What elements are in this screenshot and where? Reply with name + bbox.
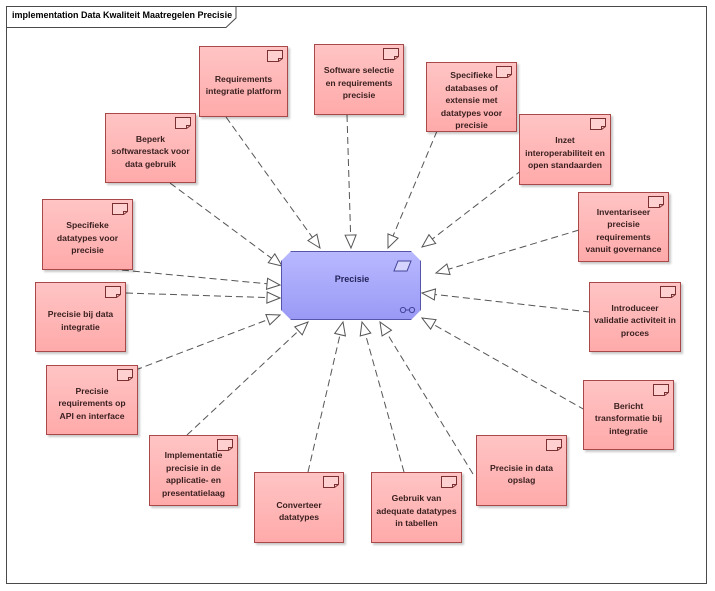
requirement-specifieke-databases[interactable]: Specifieke databases of extensie met dat… bbox=[426, 62, 517, 132]
requirement-label: Inzet interoperabiliteit en open standaa… bbox=[525, 135, 605, 171]
connector bbox=[169, 182, 284, 267]
connector bbox=[186, 321, 309, 436]
requirement-icon bbox=[653, 384, 669, 396]
requirement-inventariseer-precisie[interactable]: Inventariseer precisie requirements vanu… bbox=[578, 192, 669, 262]
requirement-software-selectie[interactable]: Software selectie en requirements precis… bbox=[314, 44, 404, 115]
connector bbox=[124, 313, 282, 375]
requirement-label: Beperk softwarestack voor data gebruik bbox=[111, 133, 190, 169]
connector bbox=[420, 288, 591, 313]
goal-icon bbox=[393, 260, 412, 272]
requirement-icon bbox=[383, 48, 399, 60]
connector bbox=[125, 291, 282, 304]
requirement-icon bbox=[217, 439, 233, 451]
requirement-label: Introduceer validatie activiteit in proc… bbox=[594, 302, 676, 338]
link-icon bbox=[399, 306, 416, 314]
requirement-label: Gebruik van adequate datatypes in tabell… bbox=[376, 493, 457, 529]
requirement-icon bbox=[175, 117, 191, 129]
requirement-label: Converteer datatypes bbox=[276, 499, 322, 523]
diagram-title: implementation Data Kwaliteit Maatregele… bbox=[12, 10, 233, 20]
requirement-label: Precisie in data opslag bbox=[489, 462, 554, 486]
requirement-label: Bericht transformatie bij integratie bbox=[594, 400, 663, 436]
requirement-icon bbox=[496, 66, 512, 78]
requirement-introduceer-validatie[interactable]: Introduceer validatie activiteit in proc… bbox=[589, 282, 681, 352]
requirement-icon bbox=[590, 118, 606, 130]
requirement-label: Precisie requirements op API en interfac… bbox=[58, 385, 126, 421]
connector bbox=[434, 229, 580, 276]
connector bbox=[420, 317, 586, 411]
requirement-label: Specifieke datatypes voor precisie bbox=[56, 220, 119, 256]
requirement-implementatie-precisie[interactable]: Implementatie precisie in de applicatie-… bbox=[149, 435, 238, 506]
requirement-label: Requirements integratie platform bbox=[205, 73, 282, 97]
connector bbox=[307, 320, 347, 473]
requirement-label: Inventariseer precisie requirements vanu… bbox=[585, 206, 662, 255]
requirement-label: Precisie bij data integratie bbox=[47, 309, 114, 332]
requirement-icon bbox=[105, 286, 121, 298]
diagram-frame bbox=[6, 6, 707, 584]
requirement-bericht-transformatie[interactable]: Bericht transformatie bij integratie bbox=[583, 380, 674, 450]
requirement-label: Specifieke databases of extensie met dat… bbox=[440, 70, 503, 131]
requirement-icon bbox=[648, 196, 664, 208]
requirement-precisie-bij-data-integratie[interactable]: Precisie bij data integratie bbox=[35, 282, 126, 352]
requirement-specifieke-datatypes[interactable]: Specifieke datatypes voor precisie bbox=[42, 199, 133, 270]
connector bbox=[420, 169, 523, 248]
requirement-label: Software selectie en requirements precis… bbox=[323, 65, 395, 101]
requirement-beperk-softwarestack[interactable]: Beperk softwarestack voor data gebruik bbox=[105, 113, 196, 183]
requirement-icon bbox=[441, 476, 457, 488]
connector bbox=[359, 320, 405, 473]
requirement-label: Implementatie precisie in de applicatie-… bbox=[161, 450, 226, 498]
requirement-precisie-requirements-api[interactable]: Precisie requirements op API en interfac… bbox=[46, 365, 138, 435]
requirement-icon bbox=[267, 50, 283, 62]
connector bbox=[99, 267, 282, 290]
connector bbox=[379, 320, 474, 475]
connector bbox=[225, 116, 321, 250]
requirement-gebruik-adequate-datatypes[interactable]: Gebruik van adequate datatypes in tabell… bbox=[371, 472, 462, 543]
requirement-icon bbox=[546, 439, 562, 451]
requirement-icon bbox=[660, 286, 676, 298]
requirement-requirements-integratie-platform[interactable]: Requirements integratie platform bbox=[199, 46, 288, 117]
requirement-icon bbox=[117, 369, 133, 381]
goal-precisie[interactable]: Precisie bbox=[281, 251, 421, 320]
requirement-precisie-in-data-opslag[interactable]: Precisie in data opslag bbox=[476, 435, 567, 506]
goal-label: Precisie bbox=[334, 274, 370, 284]
requirement-inzet-interoperabiliteit[interactable]: Inzet interoperabiliteit en open standaa… bbox=[519, 114, 611, 185]
connector bbox=[387, 130, 438, 250]
requirement-icon bbox=[112, 203, 128, 215]
connector bbox=[344, 114, 357, 250]
diagram-title-tab bbox=[6, 6, 237, 28]
requirement-icon bbox=[323, 476, 339, 488]
requirement-converteer-datatypes[interactable]: Converteer datatypes bbox=[254, 472, 344, 543]
